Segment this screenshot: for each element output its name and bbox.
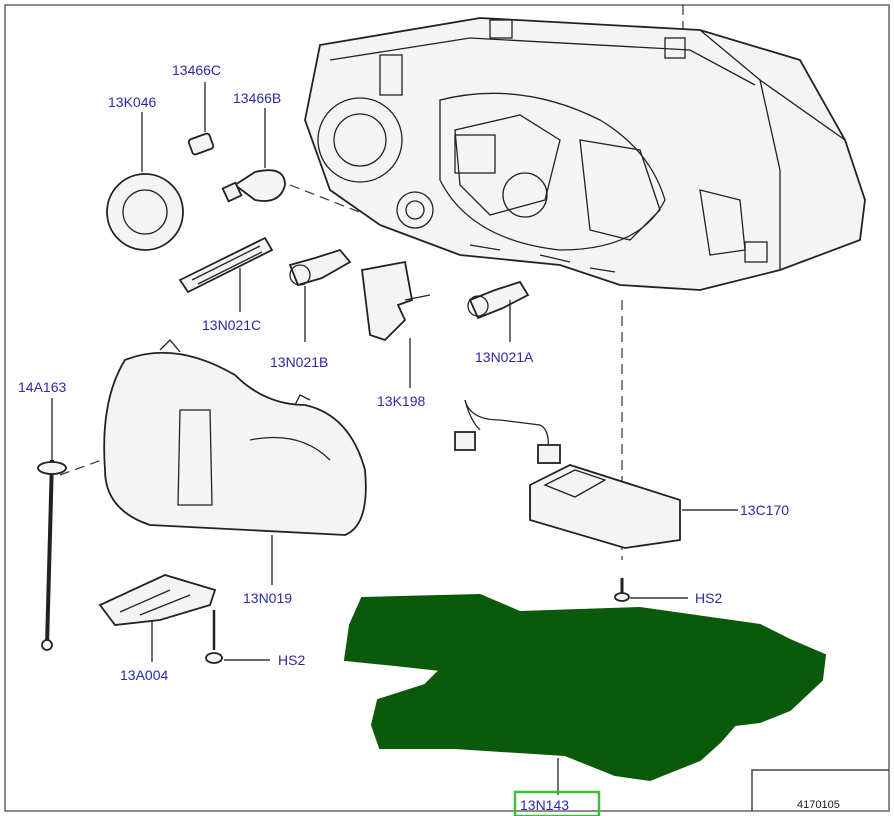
part-13N021C-side-lamp: [178, 236, 274, 294]
part-13K046-cover: [106, 173, 184, 251]
part-13466C-bulb: [187, 132, 215, 156]
part-14A163-rod: [37, 459, 67, 651]
label-highlight-box: [513, 790, 601, 816]
label-13466B: 13466B: [233, 90, 281, 106]
part-13466B-bulb: [221, 169, 286, 203]
diagram-frame: [4, 4, 890, 812]
label-HS2-left: HS2: [278, 652, 305, 668]
headlamp-housing: [304, 17, 866, 291]
part-13N021A-bulb: [467, 280, 530, 320]
part-13A004-bracket: [98, 574, 217, 626]
label-13K046: 13K046: [108, 94, 156, 110]
part-13C170-control-module: [529, 464, 681, 549]
label-13A004: 13A004: [120, 667, 168, 683]
label-13N021C: 13N021C: [202, 317, 261, 333]
part-13K198-igniter: [361, 260, 431, 342]
reference-box: [751, 769, 889, 811]
label-13N143: 13N143: [520, 797, 569, 813]
label-13N021B: 13N021B: [270, 354, 328, 370]
label-13C170: 13C170: [740, 502, 789, 518]
wiring-harness: [454, 399, 561, 464]
part-HS2-screw-left: [205, 610, 223, 664]
label-13466C: 13466C: [172, 62, 221, 78]
part-13N019-rear-cover: [103, 339, 367, 536]
part-HS2-screw-right: [614, 578, 630, 602]
label-13N019: 13N019: [243, 590, 292, 606]
label-13K198: 13K198: [377, 393, 425, 409]
label-13N021A: 13N021A: [475, 349, 534, 365]
label-HS2-right: HS2: [695, 590, 722, 606]
part-13N021B-bulb: [288, 248, 352, 287]
part-13N143-highlight: [343, 593, 827, 782]
reference-number: 4170105: [797, 799, 840, 811]
label-14A163: 14A163: [18, 379, 66, 395]
